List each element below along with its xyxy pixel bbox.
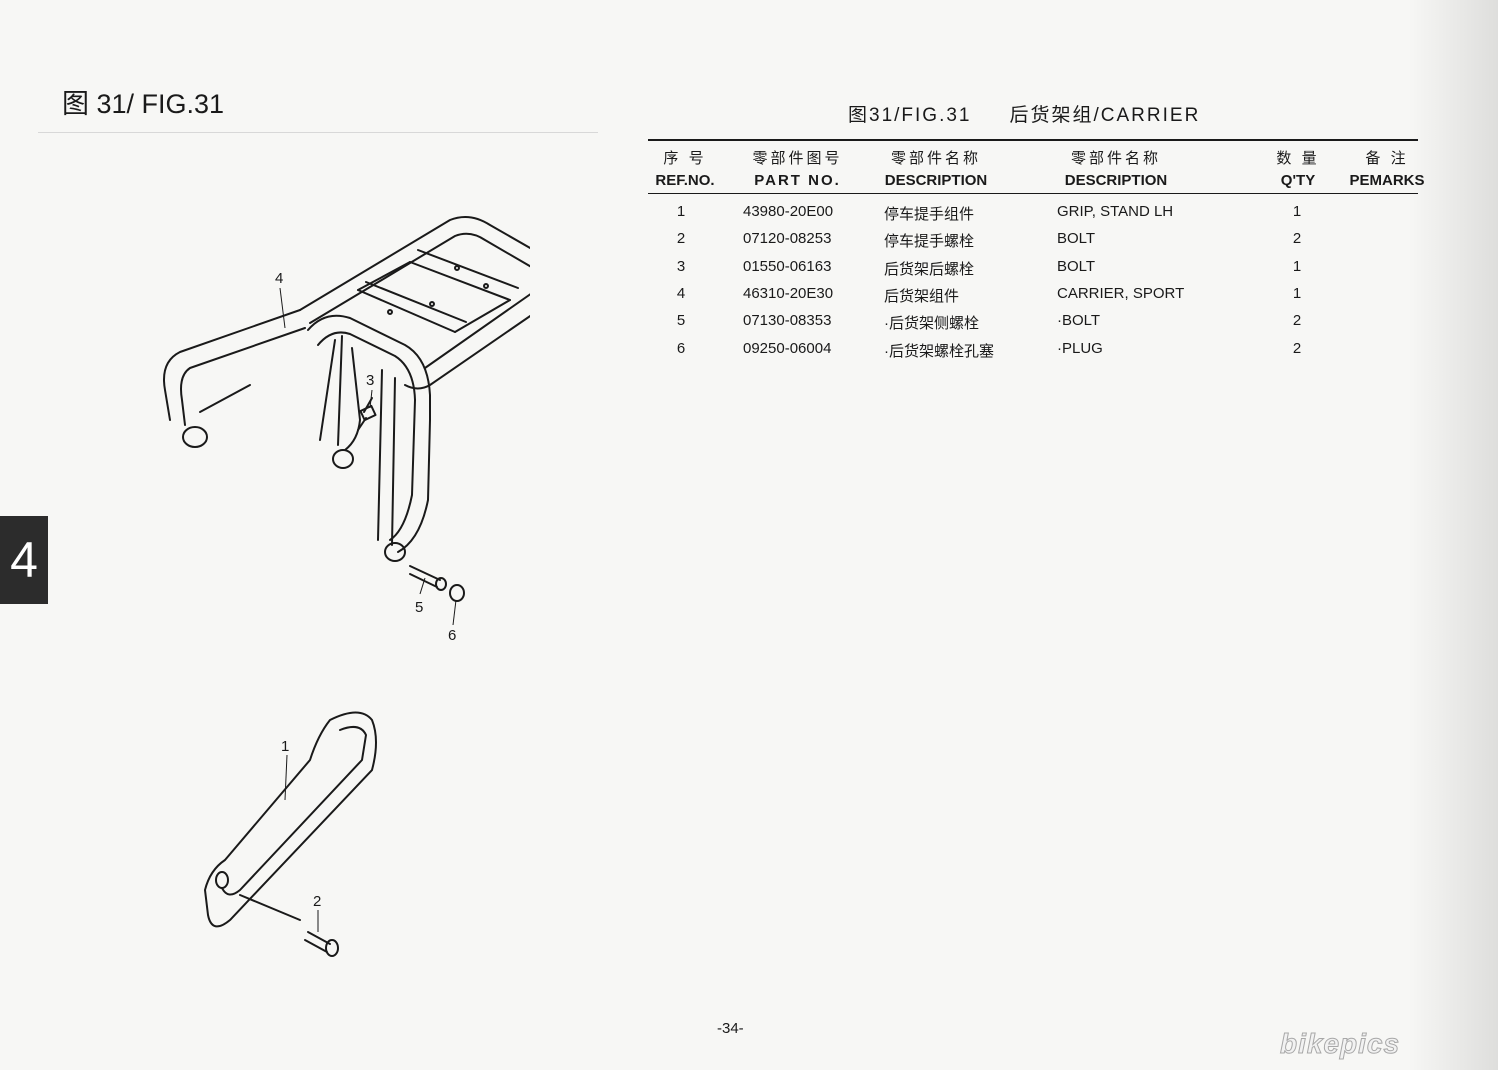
description-zh: ·后货架侧螺栓: [884, 315, 979, 332]
plug-6-illustration: [449, 584, 465, 602]
quantity: 2: [1292, 340, 1302, 357]
callout-1: 1: [281, 738, 289, 755]
figure-name: 后货架组/CARRIER: [1009, 105, 1201, 126]
header-ref-zh: 序 号: [663, 150, 707, 167]
divider: [38, 132, 598, 133]
callout-2: 2: [313, 893, 321, 910]
header-qty: 数 量 Q'TY: [1266, 147, 1330, 189]
header-ref-en: REF.NO.: [655, 172, 715, 189]
table-row: 4 46310-20E30 后货架组件 CARRIER, SPORT 1: [648, 285, 1418, 312]
figure-title-left: 图 31/ FIG.31: [62, 89, 225, 119]
ref-no: 6: [676, 340, 686, 357]
figure-title-right: 图31/FIG.31 后货架组/CARRIER: [848, 100, 1200, 127]
page-number: -34-: [717, 1020, 744, 1037]
header-remarks-en: PEMARKS: [1349, 172, 1425, 189]
header-part-zh: 零部件图号: [752, 150, 843, 167]
figure-number: 图31/FIG.31: [848, 105, 972, 126]
carrier-rack-illustration: [163, 215, 530, 562]
ref-no: 2: [676, 230, 686, 247]
table-header-rule: [648, 193, 1418, 194]
callout-3: 3: [366, 372, 374, 389]
ref-no: 3: [676, 258, 686, 275]
header-part-en: PART NO.: [754, 172, 841, 189]
description-zh: 停车提手组件: [884, 206, 975, 223]
header-desc-zh-en: DESCRIPTION: [884, 172, 988, 189]
quantity: 1: [1292, 285, 1302, 302]
bolt-3-illustration: [357, 397, 377, 431]
part-no: 07120-08253: [743, 230, 832, 247]
section-tab: 4: [0, 516, 48, 604]
header-qty-zh: 数 量: [1276, 150, 1320, 167]
callout-5: 5: [415, 599, 423, 616]
header-desc-zh: 零部件名称 DESCRIPTION: [876, 147, 996, 189]
table-row: 1 43980-20E00 停车提手组件 GRIP, STAND LH 1: [648, 203, 1418, 230]
header-qty-en: Q'TY: [1280, 172, 1316, 189]
header-desc-en-en: DESCRIPTION: [1064, 172, 1168, 189]
quantity: 1: [1292, 258, 1302, 275]
table-row: 6 09250-06004 ·后货架螺栓孔塞 ·PLUG 2: [648, 340, 1418, 367]
grip-illustration: [204, 711, 377, 928]
header-part: 零部件图号 PART NO.: [740, 147, 855, 189]
watermark-logo: bikepics: [1279, 1028, 1401, 1060]
header-ref: 序 号 REF.NO.: [650, 147, 720, 189]
quantity: 2: [1292, 230, 1302, 247]
description-zh: 后货架后螺栓: [884, 261, 975, 278]
leader-line: [279, 287, 286, 329]
part-no: 01550-06163: [743, 258, 832, 275]
ref-no: 5: [676, 312, 686, 329]
part-no: 07130-08353: [743, 312, 832, 329]
page-edge-shadow: [1408, 0, 1498, 1070]
description-en: BOLT: [1057, 258, 1096, 275]
description-en: ·PLUG: [1057, 340, 1103, 357]
part-no: 43980-20E00: [743, 203, 834, 220]
leader-line: [419, 577, 426, 595]
parts-diagram: 4 3 5 6 1 2: [163, 215, 530, 957]
callout-6: 6: [448, 627, 456, 644]
description-en: GRIP, STAND LH: [1057, 203, 1174, 220]
table-top-rule: [648, 139, 1418, 141]
description-zh: 后货架组件: [884, 288, 960, 305]
description-zh: ·后货架螺栓孔塞: [884, 343, 994, 360]
description-zh: 停车提手螺栓: [884, 233, 975, 250]
callout-4: 4: [275, 270, 283, 287]
header-remarks-zh: 备 注: [1365, 150, 1409, 167]
header-remarks: 备 注 PEMARKS: [1340, 147, 1434, 189]
bolt-5-illustration: [409, 565, 447, 591]
description-en: ·BOLT: [1057, 312, 1101, 329]
leader-line: [452, 599, 457, 626]
part-no: 46310-20E30: [743, 285, 834, 302]
leader-line: [284, 754, 288, 801]
quantity: 2: [1292, 312, 1302, 329]
part-no: 09250-06004: [743, 340, 832, 357]
header-desc-zh-zh: 零部件名称: [890, 150, 981, 167]
table-row: 2 07120-08253 停车提手螺栓 BOLT 2: [648, 230, 1418, 257]
quantity: 1: [1292, 203, 1302, 220]
ref-no: 4: [676, 285, 686, 302]
header-desc-en-zh: 零部件名称: [1070, 150, 1161, 167]
bolt-2-illustration: [304, 931, 339, 957]
table-row: 3 01550-06163 后货架后螺栓 BOLT 1: [648, 258, 1418, 285]
table-row: 5 07130-08353 ·后货架侧螺栓 ·BOLT 2: [648, 312, 1418, 339]
description-en: BOLT: [1057, 230, 1096, 247]
header-desc-en: 零部件名称 DESCRIPTION: [1054, 147, 1178, 189]
ref-no: 1: [676, 203, 686, 220]
leader-line: [369, 389, 373, 409]
description-en: CARRIER, SPORT: [1057, 285, 1185, 302]
